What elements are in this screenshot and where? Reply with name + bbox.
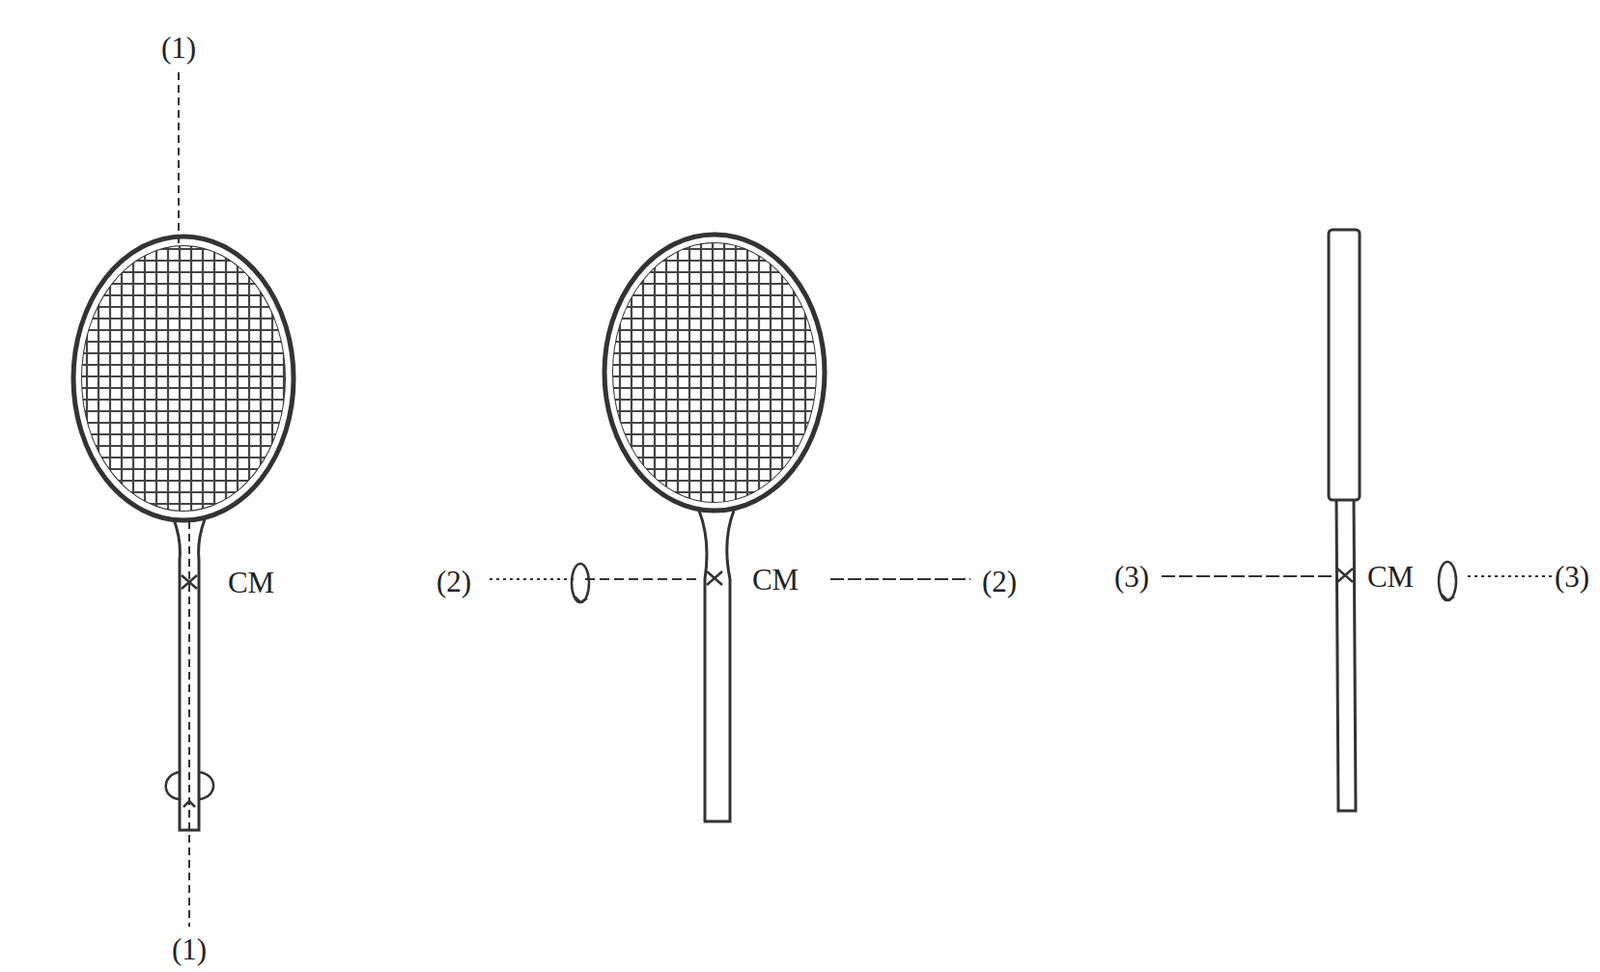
cm-label: CM — [224, 566, 278, 600]
axis-label: (1) — [168, 933, 210, 967]
axis-label: (3) — [1111, 561, 1152, 594]
cm-label: CM — [1364, 561, 1417, 594]
axis-label: (1) — [158, 31, 199, 65]
axis-label: (3) — [1551, 561, 1593, 594]
axis-label: (2) — [433, 565, 475, 599]
axis-label: (2) — [979, 565, 1020, 599]
cm-label: CM — [749, 563, 802, 597]
